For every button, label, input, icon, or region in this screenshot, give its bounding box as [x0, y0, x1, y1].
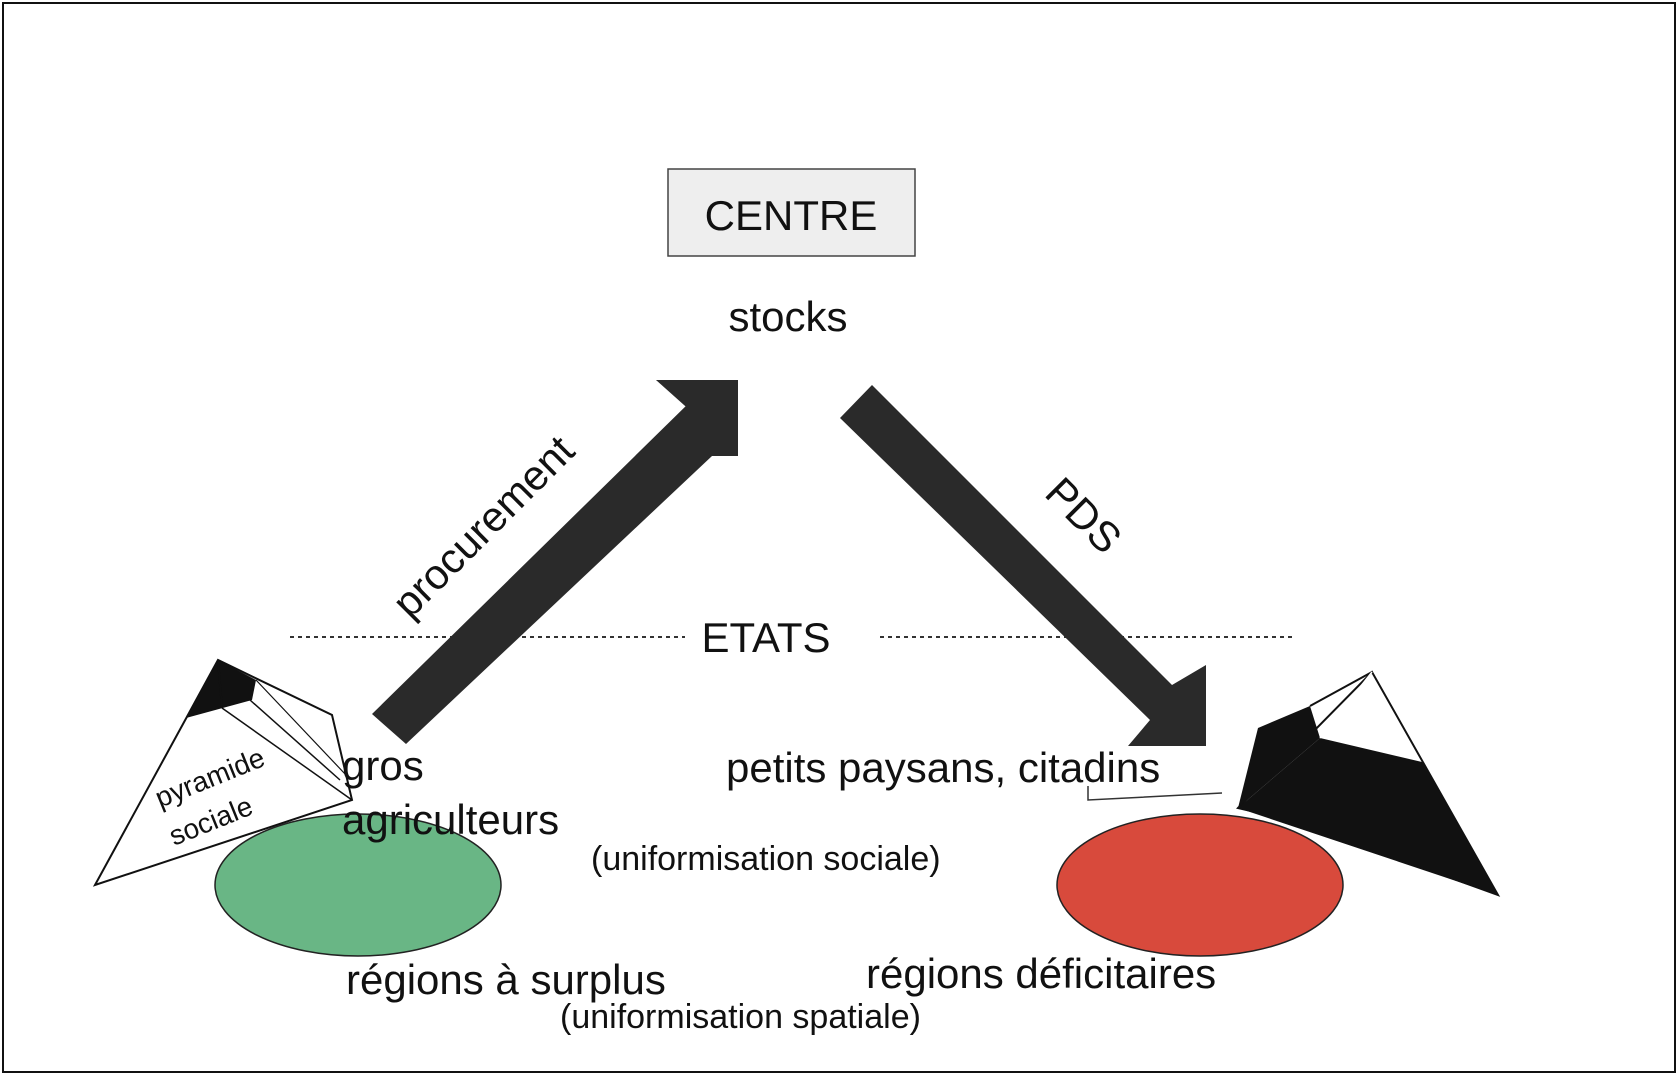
regions-deficitaires-label: régions déficitaires: [866, 950, 1216, 997]
deficit-region-ellipse: [1056, 813, 1344, 957]
gros-label: gros: [342, 742, 424, 789]
right-pyramid-dark-band: [1238, 738, 1498, 895]
left-pyramid-edge-4: [255, 679, 347, 776]
left-pyramid-edge-1: [217, 659, 223, 709]
stocks-label: stocks: [728, 293, 847, 340]
centre-box: [667, 168, 916, 257]
left-social-pyramid: pyramide sociale: [92, 658, 354, 887]
agriculteurs-label: agriculteurs: [342, 796, 559, 843]
surplus-region-ellipse: [214, 813, 502, 957]
petits-bracket: [1087, 786, 1223, 801]
procurement-arrow-head: [656, 380, 738, 456]
right-social-pyramid: [1236, 670, 1501, 897]
right-pyramid-edge-1: [1309, 671, 1373, 707]
right-pyramid-edge-2: [1319, 671, 1373, 739]
procurement-arrow: [372, 380, 738, 744]
uniformisation-sociale-label: (uniformisation sociale): [591, 840, 941, 878]
left-pyramid-outline: [92, 658, 354, 887]
petits-label: petits paysans, citadins: [726, 744, 1160, 791]
right-pyramid-left-face: [1238, 706, 1320, 808]
left-pyramid-edge-2: [221, 707, 353, 801]
uniformisation-spatiale-label: (uniformisation spatiale): [560, 998, 921, 1036]
left-pyramid-edge-3: [249, 699, 341, 781]
pds-arrow: [840, 385, 1206, 746]
regions-surplus-label: régions à surplus: [346, 956, 666, 1003]
centre-label: CENTRE: [705, 192, 878, 239]
etats-label: ETATS: [701, 614, 830, 661]
